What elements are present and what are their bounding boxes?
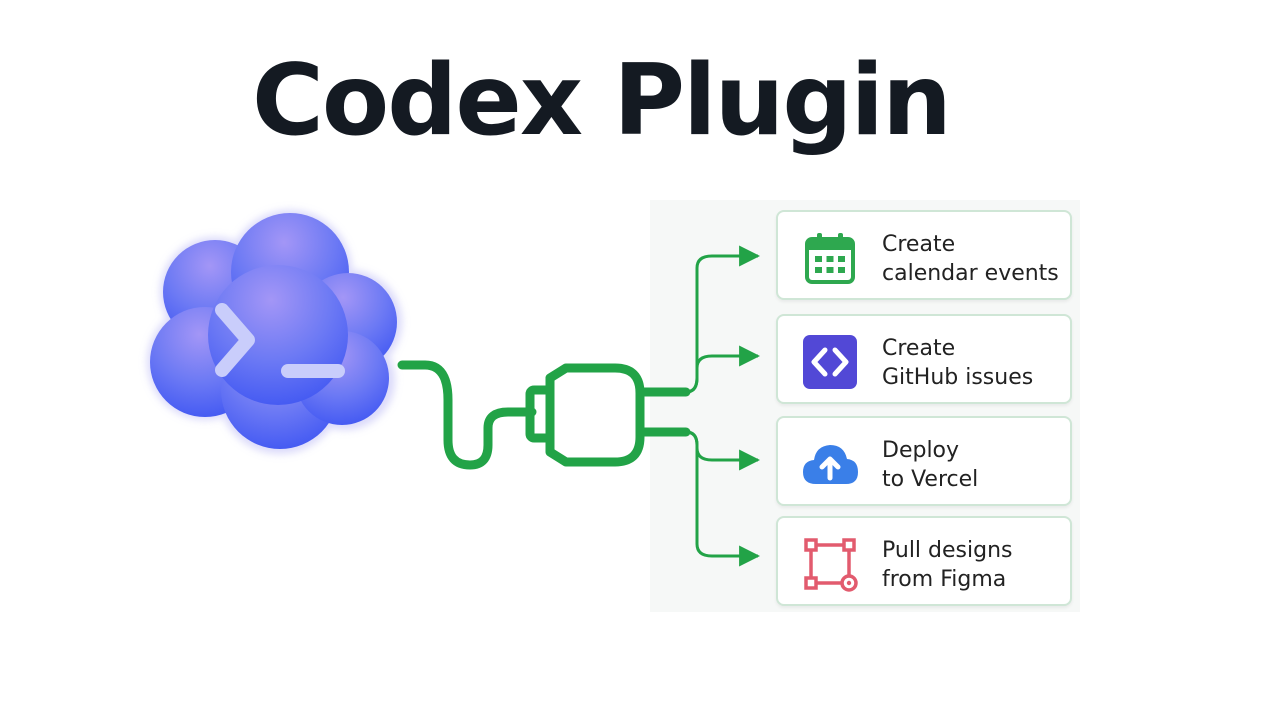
page-title: Codex Plugin xyxy=(252,44,952,158)
action-label: Deploy to Vercel xyxy=(882,438,979,492)
calendar-icon xyxy=(805,233,855,284)
action-card-github: Create GitHub issues xyxy=(776,314,1072,404)
terminal-prompt-icon xyxy=(215,303,345,378)
action-card-vercel: Deploy to Vercel xyxy=(776,416,1072,506)
code-brackets-icon xyxy=(803,335,857,389)
action-label: Pull designs from Figma xyxy=(882,538,1013,592)
vector-frame-icon xyxy=(804,538,858,592)
branch-arrows xyxy=(685,245,761,567)
cloud-upload-icon xyxy=(803,445,858,484)
action-label: Create GitHub issues xyxy=(882,336,1034,390)
action-card-calendar: Create calendar events xyxy=(776,210,1072,300)
action-label: Create calendar events xyxy=(882,232,1059,286)
plug-cable xyxy=(397,360,537,470)
codex-cloud-icon xyxy=(147,210,402,454)
action-card-figma: Pull designs from Figma xyxy=(776,516,1072,606)
plug-connector-icon xyxy=(525,363,691,467)
